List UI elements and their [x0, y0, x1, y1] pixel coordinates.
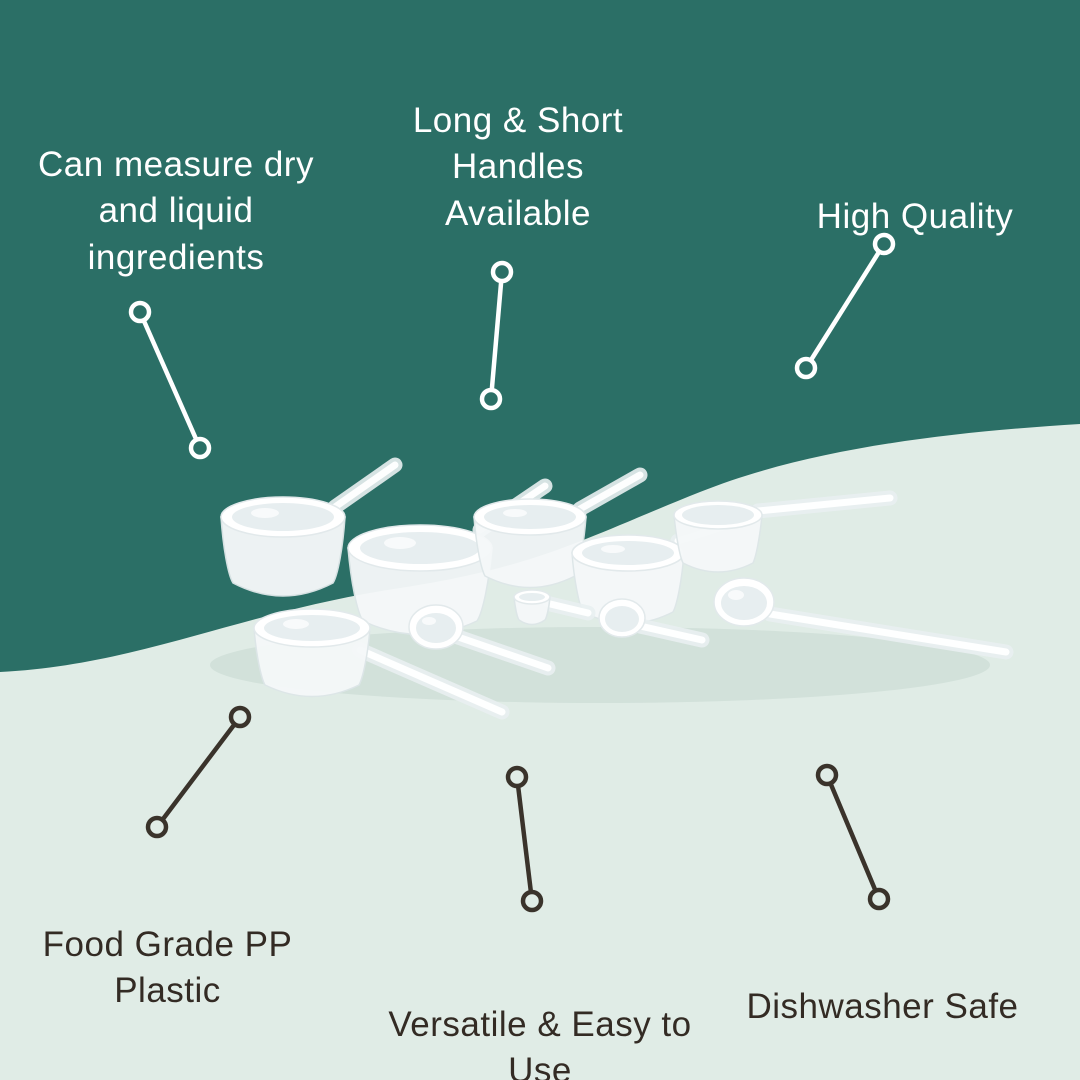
scoop-cup-medium-1	[473, 467, 648, 589]
connector-endpoint-dot	[228, 705, 252, 729]
callout-dishwasher-label: Dishwasher Safe	[746, 987, 1019, 1027]
connector-dishwasher	[815, 763, 891, 911]
scoop-spoon-long-handle	[713, 577, 1014, 660]
connector-endpoint-dot	[794, 356, 818, 380]
callout-versatile: Versatile & Easy to Use	[345, 956, 735, 1080]
scoop-spoon-small-2	[598, 598, 710, 648]
callout-high-quality-label: High Quality	[816, 197, 1014, 237]
scoop-cup-medium-2	[571, 512, 753, 625]
callout-dry-liquid: Can measure dry and liquid ingredients	[8, 96, 344, 281]
connector-dry-liquid	[128, 300, 212, 460]
connector-versatile	[505, 765, 544, 913]
connector-endpoint-dot	[505, 765, 529, 789]
connector-endpoint-dot	[867, 887, 891, 911]
connector-endpoint-dot	[145, 815, 169, 839]
scoop-spoon-small-1	[408, 604, 556, 676]
connector-endpoint-dot	[520, 889, 544, 913]
connector-endpoint-dot	[188, 436, 212, 460]
callout-high-quality: High Quality	[765, 148, 1065, 240]
connector-handles	[479, 260, 514, 411]
connector-endpoint-dot	[128, 300, 152, 324]
callout-handles-label: Long & Short Handles Available	[412, 101, 624, 233]
connector-food-grade	[145, 705, 252, 839]
connector-endpoint-dot	[479, 387, 503, 411]
callout-dry-liquid-label: Can measure dry and liquid ingredients	[38, 145, 314, 277]
callout-dishwasher: Dishwasher Safe	[695, 938, 1070, 1030]
connector-high-quality	[794, 232, 896, 380]
scoop-cup-large-1	[220, 457, 403, 597]
product-shadow	[210, 627, 990, 703]
scoop-cup-front-long-handle	[253, 608, 510, 720]
callout-food-grade-label: Food Grade PP Plastic	[42, 925, 293, 1011]
scoop-cup-small-long-handle	[673, 490, 898, 573]
callout-versatile-label: Versatile & Easy to Use	[388, 1005, 692, 1080]
connector-endpoint-dot	[815, 763, 839, 787]
connector-endpoint-dot	[490, 260, 514, 284]
scoop-cup-tiny	[513, 589, 596, 626]
scoop-cup-large-2	[347, 478, 553, 636]
callout-food-grade: Food Grade PP Plastic	[5, 876, 330, 1015]
callout-handles: Long & Short Handles Available	[368, 52, 668, 237]
